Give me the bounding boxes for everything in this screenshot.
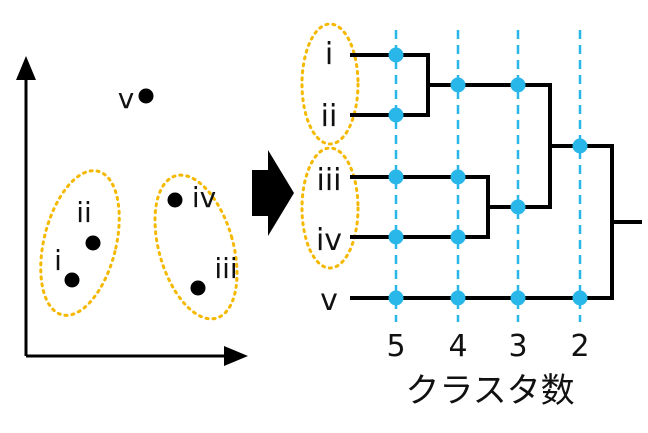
branch-root <box>350 144 614 300</box>
branch-iii-iv <box>350 175 490 239</box>
scatter-point-v <box>138 88 154 104</box>
node-5-iv <box>388 229 404 245</box>
leaf-label-iii: iii <box>316 163 341 198</box>
cluster-count-5: 5 <box>386 329 405 364</box>
node-5-i <box>388 47 404 63</box>
node-4-iii <box>450 169 466 185</box>
node-5-v <box>388 290 404 306</box>
scatter-label-i: i <box>54 244 62 277</box>
leaf-label-iv: iv <box>316 223 342 258</box>
node-3-iii-iv <box>510 199 526 215</box>
cluster-count-2: 2 <box>570 329 589 364</box>
y-axis-arrow <box>16 56 36 80</box>
scatter-label-iv: iv <box>192 181 216 214</box>
cluster-count-3: 3 <box>508 329 527 364</box>
cut-intersections <box>388 47 588 306</box>
node-5-ii <box>388 107 404 123</box>
scatter-point-iii <box>190 280 206 296</box>
scatter-point-i <box>64 272 80 288</box>
branch-i-ii <box>350 53 430 117</box>
leaf-label-i: i <box>325 37 333 72</box>
cluster-count-axis-label: クラスタ数 <box>405 371 574 411</box>
transform-arrow-icon <box>252 150 294 236</box>
cluster-ellipse-iii-iv <box>153 173 239 321</box>
x-axis-arrow <box>224 346 248 366</box>
leaf-group-ellipse-iii-iv <box>300 146 360 270</box>
scatter-plot: i ii iii iv v <box>16 56 248 366</box>
node-4-i-ii <box>450 77 466 93</box>
dendrogram: i ii iii iv v <box>300 22 642 411</box>
scatter-label-v: v <box>118 82 135 115</box>
scatter-label-ii: ii <box>76 196 92 229</box>
leaf-group-ellipse-i-ii <box>300 22 360 146</box>
node-3-v <box>510 290 526 306</box>
node-5-iii <box>388 169 404 185</box>
scatter-label-iii: iii <box>214 252 237 285</box>
cluster-count-4: 4 <box>448 329 467 364</box>
node-4-v <box>450 290 466 306</box>
scatter-point-iv <box>167 192 183 208</box>
leaf-label-ii: ii <box>321 99 338 134</box>
node-2-i-iv <box>572 138 588 154</box>
node-2-v <box>572 290 588 306</box>
node-3-i-ii <box>510 77 526 93</box>
cluster-ellipse-i-ii <box>39 169 121 317</box>
node-4-iv <box>450 229 466 245</box>
leaf-label-v: v <box>320 283 338 318</box>
scatter-point-ii <box>85 235 101 251</box>
